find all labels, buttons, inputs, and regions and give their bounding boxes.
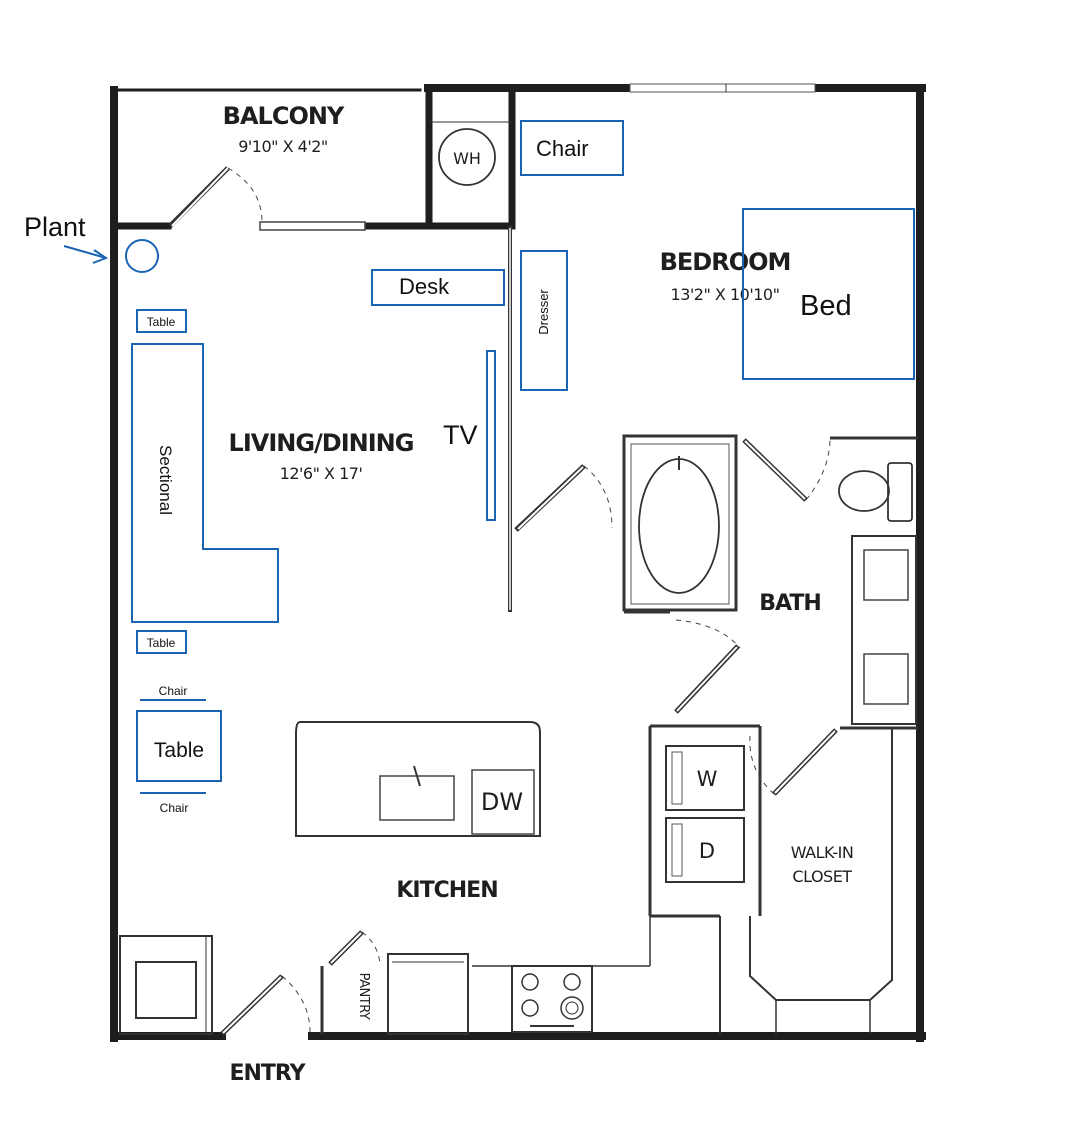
room-dims-living: 12'6" X 17'	[280, 464, 363, 483]
room-label-bath: BATH	[759, 591, 821, 616]
side-table-top-box	[136, 309, 187, 333]
water-heater-icon	[438, 128, 496, 186]
dining-table-box	[136, 710, 222, 782]
dining-chair-top-label: Chair	[159, 684, 188, 698]
bedroom-chair-box	[520, 120, 624, 176]
room-label-kitchen: KITCHEN	[396, 878, 497, 903]
desk-box	[371, 269, 505, 306]
washer-label: W	[697, 767, 718, 791]
sectional-label: Sectional	[156, 445, 175, 515]
tv-label: TV	[443, 420, 478, 450]
dining-chair-bottom-label: Chair	[160, 801, 189, 815]
dryer-label: D	[699, 839, 715, 863]
dishwasher-label: DW	[481, 788, 523, 816]
desk-label: Desk	[399, 274, 450, 299]
dresser-box	[520, 250, 568, 391]
room-dims-bedroom: 13'2" X 10'10"	[671, 285, 780, 304]
plant-marker	[125, 239, 159, 273]
side-table-bottom-box	[136, 630, 187, 654]
room-label-pantry: PANTRY	[356, 973, 371, 1020]
side-table-bottom-label: Table	[147, 636, 176, 650]
room-label-balcony: BALCONY	[223, 102, 345, 130]
room-label-closet-line1: WALK-IN	[791, 843, 854, 862]
exterior-walls	[110, 83, 926, 1042]
room-label-living: LIVING/DINING	[229, 429, 414, 457]
tv-box	[486, 350, 496, 521]
plant-arrow-icon	[63, 245, 107, 259]
room-label-bedroom: BEDROOM	[660, 248, 791, 276]
furniture-annotations: Plant Chair Desk Dresser Bed TV Table Se…	[24, 120, 915, 815]
dining-table-label: Table	[154, 739, 204, 762]
dresser-label: Dresser	[536, 289, 551, 335]
sectional-outline	[131, 343, 279, 623]
bed-label: Bed	[800, 290, 852, 322]
bed-box	[742, 208, 915, 380]
bedroom-chair-label: Chair	[536, 136, 589, 161]
room-label-entry: ENTRY	[229, 1061, 306, 1086]
room-dims-balcony: 9'10" X 4'2"	[238, 137, 328, 156]
plant-label: Plant	[24, 212, 86, 242]
water-heater-label: WH	[453, 149, 481, 168]
side-table-top-label: Table	[147, 315, 176, 329]
room-label-closet-line2: CLOSET	[792, 867, 852, 886]
interior-walls	[110, 84, 918, 1036]
